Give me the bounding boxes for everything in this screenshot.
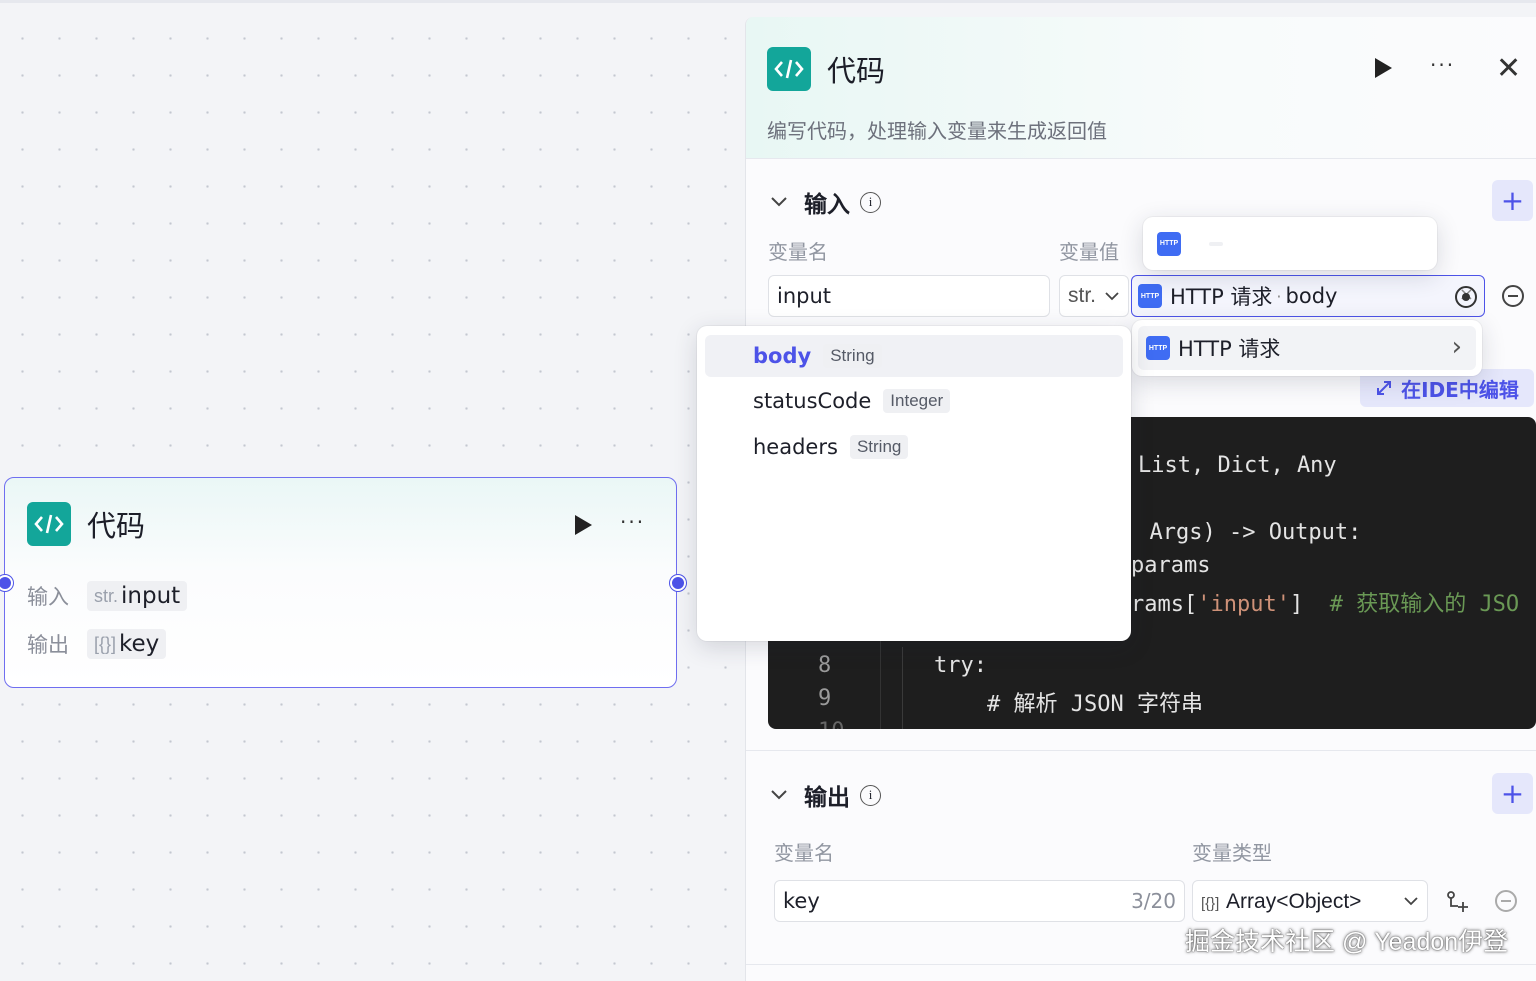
add-child-field-icon[interactable]	[1446, 890, 1470, 918]
output-var-name-field[interactable]: key 3/20	[774, 880, 1185, 922]
watermark: 掘金技术社区 @ Yeadon伊登	[1185, 928, 1509, 956]
section-divider	[746, 964, 1536, 965]
http-icon: HTTP	[1138, 284, 1162, 308]
panel-title-row: 代码	[767, 47, 885, 91]
panel-description: 编写代码，处理输入变量来生成返回值	[767, 119, 1107, 143]
line-number: 9	[818, 686, 832, 711]
source-menu-label: HTTP 请求	[1178, 337, 1281, 361]
info-icon[interactable]: i	[860, 784, 881, 806]
line-number: 8	[818, 653, 832, 678]
output-var-type: Array<Object>	[1226, 889, 1362, 913]
field-type: String	[823, 344, 882, 368]
output-section-title: 输出	[804, 785, 850, 811]
ref-field: body	[1285, 284, 1338, 308]
code-line: rams['input'] # 获取输入的 JSO	[1131, 592, 1520, 617]
code-line: try:	[934, 653, 987, 678]
tooltip-type	[1209, 241, 1223, 246]
code-node[interactable]: 代码 ··· 输入 str. input 输出 [{}] key	[4, 477, 677, 688]
output-section-header[interactable]: 输出 i	[770, 778, 881, 812]
node-output-port[interactable]	[670, 575, 686, 591]
node-input-port[interactable]	[0, 575, 13, 591]
ref-source: HTTP 请求	[1170, 285, 1273, 309]
add-output-button[interactable]: +	[1492, 773, 1533, 814]
node-input-label: 输入	[27, 585, 69, 609]
array-object-type-icon: [{}]	[94, 633, 117, 654]
code-line: params	[1131, 553, 1211, 578]
node-header: 代码	[27, 502, 145, 546]
section-divider	[746, 750, 1536, 751]
http-icon: HTTP	[1146, 336, 1170, 360]
reference-tooltip: HTTP	[1143, 217, 1437, 270]
chevron-down-icon[interactable]	[770, 193, 788, 212]
panel-header: 代码 ··· ✕ 编写代码，处理输入变量来生成返回值	[746, 17, 1536, 159]
output-col-name: 变量名	[774, 841, 834, 865]
code-icon	[27, 502, 71, 546]
node-output-label: 输出	[27, 633, 69, 657]
input-col-value: 变量值	[1059, 240, 1119, 264]
code-line: : Args) -> Output:	[1123, 520, 1362, 545]
input-section-header[interactable]: 输入 i	[770, 185, 881, 219]
node-more-icon[interactable]: ···	[620, 510, 646, 534]
output-var-type-select[interactable]: [{}] Array<Object>	[1192, 880, 1428, 922]
node-output-name: key	[119, 631, 160, 657]
field-menu-item[interactable]: headers String	[705, 426, 1123, 468]
input-var-reference-field[interactable]: HTTP HTTP 请求 · body ×	[1131, 275, 1485, 317]
char-counter: 3/20	[1131, 889, 1176, 913]
indent-guide	[902, 647, 903, 729]
code-line: # 解析 JSON 字符串	[987, 692, 1203, 717]
line-number: 10	[818, 719, 845, 729]
input-var-type-select[interactable]: str.	[1059, 275, 1129, 317]
chevron-down-icon	[1404, 897, 1418, 906]
panel-run-icon[interactable]	[1373, 57, 1393, 83]
input-col-name: 变量名	[768, 240, 828, 264]
source-menu: HTTP HTTP 请求 ›	[1132, 320, 1482, 376]
input-var-name-field[interactable]: input	[768, 275, 1050, 317]
node-output-row: 输出 [{}] key	[27, 629, 167, 659]
expand-icon	[1377, 381, 1392, 395]
remove-output-icon[interactable]	[1495, 890, 1517, 912]
code-icon	[767, 47, 811, 91]
field-name: body	[753, 344, 812, 368]
top-border	[0, 0, 1536, 3]
add-input-button[interactable]: +	[1492, 180, 1533, 221]
field-name: headers	[753, 435, 838, 459]
variable-picker-icon[interactable]	[1455, 286, 1477, 308]
node-input-row: 输入 str. input	[27, 581, 188, 611]
remove-input-icon[interactable]	[1502, 285, 1524, 307]
field-type: String	[849, 435, 909, 459]
http-icon: HTTP	[1157, 231, 1181, 256]
node-title: 代码	[87, 509, 146, 543]
input-section-title: 输入	[804, 192, 850, 218]
close-icon[interactable]: ✕	[1496, 51, 1522, 86]
source-menu-item-http[interactable]: HTTP HTTP 请求 ›	[1138, 326, 1476, 370]
info-icon[interactable]: i	[860, 191, 881, 213]
field-type: Integer	[883, 389, 951, 413]
string-type-icon: str.	[1068, 284, 1097, 307]
chevron-down-icon[interactable]	[770, 786, 788, 805]
array-object-type-icon: [{}]	[1201, 894, 1220, 912]
panel-more-icon[interactable]: ···	[1430, 53, 1456, 77]
node-run-icon[interactable]	[573, 514, 593, 540]
edit-in-ide-label: 在IDE中编辑	[1401, 377, 1519, 402]
field-menu: body String statusCode Integer headers S…	[697, 326, 1131, 641]
string-type-icon: str.	[94, 585, 119, 606]
chevron-down-icon	[1105, 292, 1119, 301]
field-name: statusCode	[753, 389, 872, 413]
node-input-name: input	[121, 583, 181, 609]
field-menu-item[interactable]: statusCode Integer	[705, 380, 1123, 422]
node-input-tag: str. input	[87, 581, 188, 611]
field-menu-item[interactable]: body String	[705, 335, 1123, 377]
ref-separator: ·	[1276, 286, 1282, 306]
chevron-right-icon: ›	[1451, 332, 1462, 362]
node-output-tag: [{}] key	[87, 629, 167, 659]
output-var-name: key	[783, 889, 820, 913]
code-line: List, Dict, Any	[1138, 453, 1337, 478]
panel-title: 代码	[827, 54, 886, 88]
output-col-type: 变量类型	[1192, 841, 1272, 865]
